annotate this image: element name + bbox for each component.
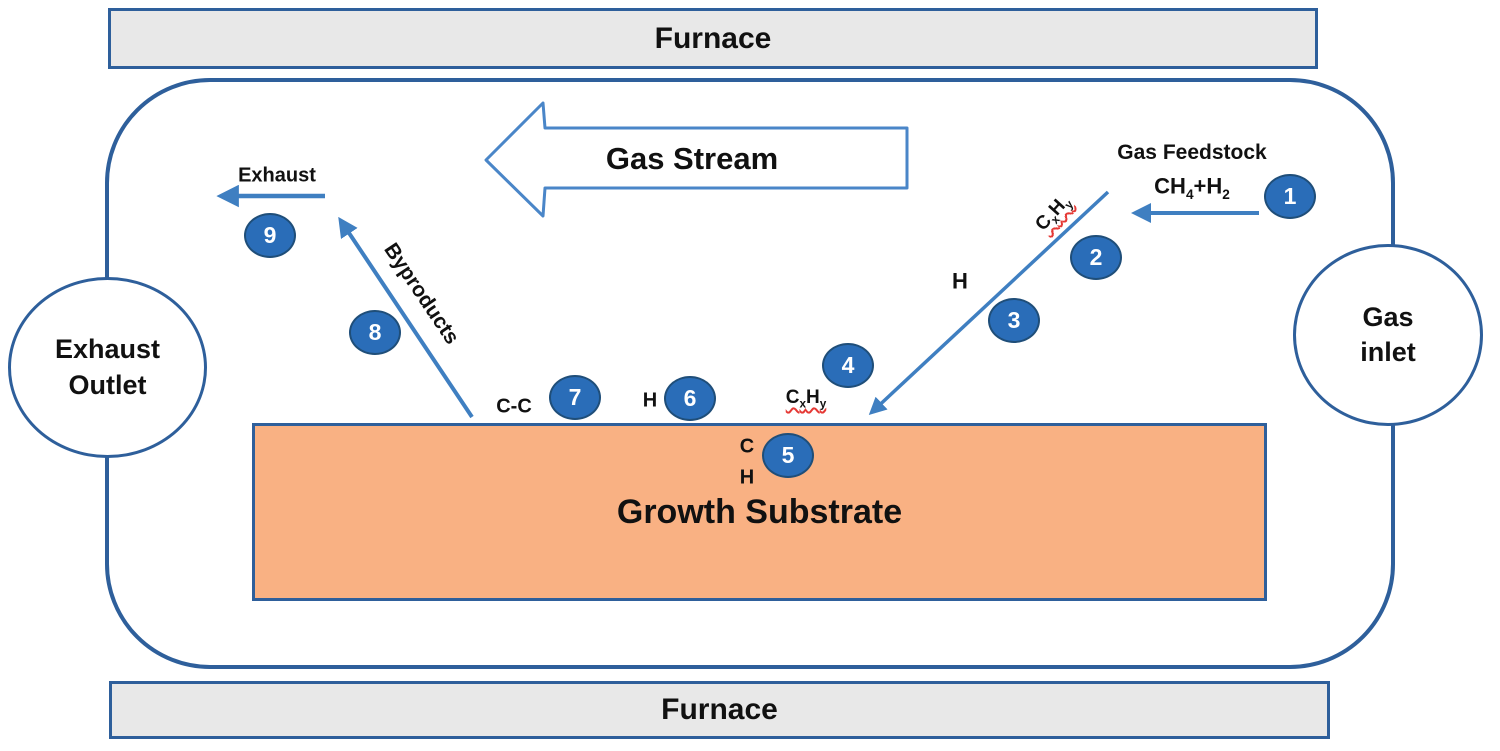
furnace-top-bar: Furnace — [108, 8, 1318, 69]
step-circle-6: 6 — [664, 376, 716, 421]
furnace-bottom-bar: Furnace — [109, 681, 1330, 739]
gas-inlet-circle: Gas inlet — [1293, 244, 1483, 426]
gas-inlet-label-line2: inlet — [1360, 337, 1416, 367]
step-circle-2: 2 — [1070, 235, 1122, 280]
growth-substrate-label: Growth Substrate — [616, 492, 903, 531]
h-gas-label: H — [952, 268, 968, 294]
cxhy-surface-label: CxHy — [785, 386, 827, 411]
exhaust-outlet-circle: Exhaust Outlet — [8, 277, 207, 458]
h-surface-label: H — [642, 389, 658, 412]
furnace-bottom-label: Furnace — [661, 693, 778, 726]
gas-stream-label: Gas Stream — [605, 141, 779, 177]
gas-feedstock-title: Gas Feedstock — [1117, 140, 1267, 164]
step-circle-7: 7 — [549, 375, 601, 420]
step-circle-8: 8 — [349, 310, 401, 355]
step-circle-4: 4 — [822, 343, 874, 388]
step-circle-5: 5 — [762, 433, 814, 478]
growth-substrate: Growth Substrate — [252, 423, 1267, 601]
gas-inlet-label-line1: Gas — [1362, 301, 1414, 332]
exhaust-flow-label: Exhaust — [238, 164, 316, 187]
step-circle-3: 3 — [988, 298, 1040, 343]
exhaust-outlet-label-line2: Outlet — [68, 369, 147, 400]
step-circle-1: 1 — [1264, 174, 1316, 219]
exhaust-outlet-label-line1: Exhaust — [54, 334, 161, 365]
c-adsorbed-label: C — [739, 435, 755, 458]
furnace-top-label: Furnace — [654, 21, 772, 55]
cc-surface-label: C-C — [496, 395, 532, 418]
step-circle-9: 9 — [244, 213, 296, 258]
gas-feedstock-formula: CH4+H2 — [1154, 173, 1230, 202]
h-adsorbed-label: H — [739, 466, 755, 489]
